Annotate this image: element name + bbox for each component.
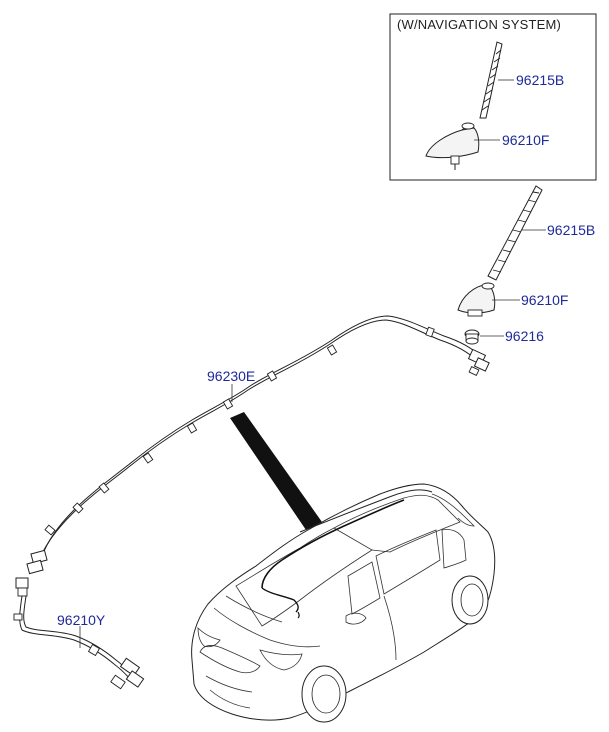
antenna-base[interactable] xyxy=(457,282,496,317)
part-label-inset-mast[interactable]: 96215B xyxy=(516,72,565,88)
inset-antenna-mast[interactable] xyxy=(479,41,503,119)
part-label-extension-cable[interactable]: 96210Y xyxy=(57,612,106,628)
antenna-mast[interactable] xyxy=(487,185,543,281)
inset-box-title: (W/NAVIGATION SYSTEM) xyxy=(397,17,562,32)
extension-cable[interactable] xyxy=(13,577,145,690)
antenna-grommet[interactable] xyxy=(464,329,480,345)
part-label-inset-base[interactable]: 96210F xyxy=(502,132,550,148)
feeder-cable[interactable] xyxy=(26,315,490,575)
car-illustration xyxy=(191,483,496,723)
part-label-feeder-cable[interactable]: 96230E xyxy=(207,368,256,384)
inset-box-frame xyxy=(389,13,597,181)
part-label-mast[interactable]: 96215B xyxy=(547,222,596,238)
part-label-base[interactable]: 96210F xyxy=(521,292,569,308)
routing-pointer xyxy=(230,412,322,530)
inset-antenna-base[interactable] xyxy=(425,122,480,170)
part-label-grommet[interactable]: 96216 xyxy=(505,328,544,344)
